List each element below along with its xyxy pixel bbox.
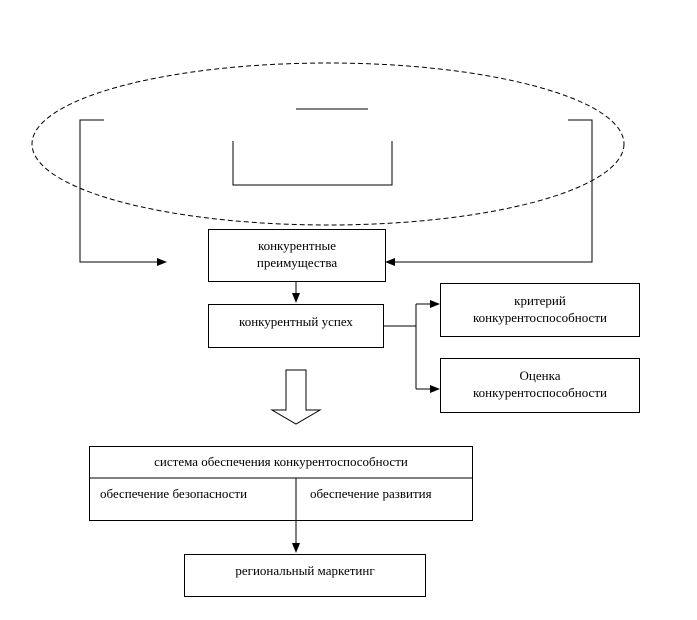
- marketing-box: региональный маркетинг: [184, 554, 426, 597]
- system-title: система обеспечения конкурентоспособност…: [154, 454, 408, 469]
- criterion-box: критерий конкурентоспособности: [440, 283, 640, 337]
- advantages-line2: преимущества: [256, 255, 338, 270]
- advantages-box: конкурентные преимущества: [208, 229, 386, 282]
- hollow-down-arrow: [270, 369, 322, 425]
- assessment-line1: Оценка: [519, 368, 561, 383]
- system-development-label: обеспечение развития: [310, 486, 432, 501]
- success-label: конкурентный успех: [239, 314, 353, 329]
- assessment-line2: конкурентоспособности: [473, 385, 607, 400]
- ellipse-u-bracket: [232, 141, 393, 186]
- right-connector: [385, 119, 593, 266]
- criterion-line2: конкурентоспособности: [473, 310, 607, 325]
- left-connector: [79, 119, 167, 266]
- dashed-ellipse: [31, 62, 625, 226]
- criterion-line1: критерий: [514, 293, 566, 308]
- marketing-label: региональный маркетинг: [235, 563, 375, 578]
- success-box: конкурентный успех: [208, 304, 384, 348]
- advantages-line1: конкурентные: [257, 238, 337, 253]
- system-security-label: обеспечение безопасности: [100, 486, 248, 501]
- system-box: [89, 446, 473, 521]
- assessment-box: Оценка конкурентоспособности: [440, 358, 640, 413]
